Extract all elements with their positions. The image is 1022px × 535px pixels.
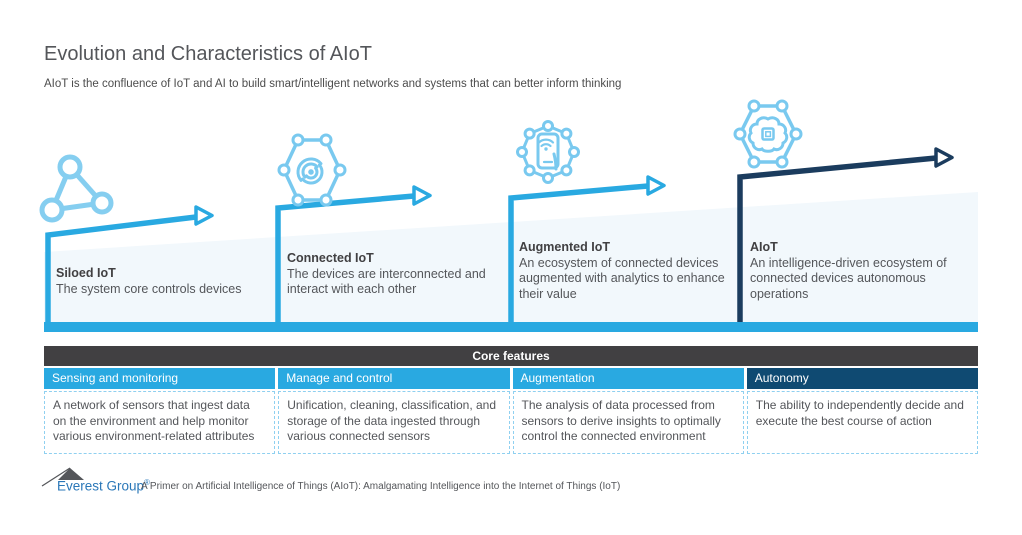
column-description-augmentation: The analysis of data processed from sens… [512,391,744,454]
stage-title: Siloed IoT [56,266,116,280]
page-title: Evolution and Characteristics of AIoT [44,43,372,65]
stage-siloed-iot: Siloed IoT The system core controls devi… [56,266,286,297]
core-features-table: Core features Sensing and monitoring Man… [44,346,978,454]
stage-arrow-2 [275,185,432,322]
stage-title: Connected IoT [287,251,374,265]
table-title: Core features [44,346,978,366]
stage-arrow-4 [737,147,954,322]
evolution-diagram [0,95,1022,335]
hexagon-sensor-icon [277,133,347,207]
stage-description: The system core controls devices [56,281,242,296]
phone-network-icon [516,120,580,184]
everest-group-logo-icon [41,467,84,487]
column-header-sensing: Sensing and monitoring [44,368,276,389]
stage-description: An ecosystem of connected devices augmen… [519,255,725,301]
column-description-manage: Unification, cleaning, classification, a… [278,391,510,454]
stage-augmented-iot: Augmented IoT An ecosystem of connected … [519,240,741,302]
brain-chip-network-icon [733,99,803,169]
registered-trademark-symbol: ® [144,478,150,487]
baseline-bar [44,322,978,332]
stage-description: The devices are interconnected and inter… [287,266,486,297]
logo-wordmark: Everest Group [57,478,145,494]
stage-description: An intelligence-driven ecosystem of conn… [750,255,947,301]
triangle-network-icon [39,154,114,223]
column-description-autonomy: The ability to independently decide and … [746,391,978,454]
column-header-manage: Manage and control [278,368,510,389]
source-citation: A Primer on Artificial Intelligence of T… [141,481,621,492]
stage-arrow-1 [45,205,214,322]
stage-connected-iot: Connected IoT The devices are interconne… [287,251,499,298]
stage-aiot: AIoT An intelligence-driven ecosystem of… [750,240,962,302]
growth-arrows-graphic [44,147,978,332]
column-body-row: A network of sensors that ingest data on… [44,391,978,454]
column-header-row: Sensing and monitoring Manage and contro… [44,368,978,389]
column-description-sensing: A network of sensors that ingest data on… [44,391,276,454]
page-subtitle: AIoT is the confluence of IoT and AI to … [44,78,622,90]
column-header-autonomy: Autonomy [746,368,978,389]
stage-title: AIoT [750,240,778,254]
everest-group-logo-text: Everest Group® [57,478,150,494]
column-header-augmentation: Augmentation [512,368,744,389]
stage-title: Augmented IoT [519,240,610,254]
stage-arrow-3 [508,175,666,322]
